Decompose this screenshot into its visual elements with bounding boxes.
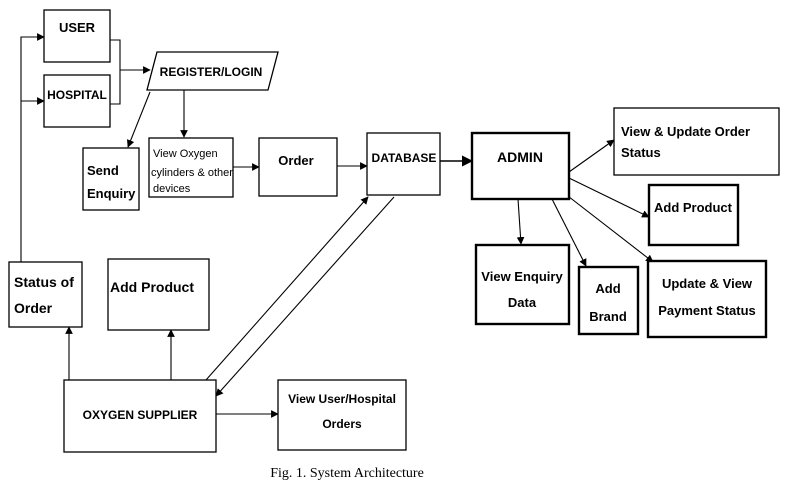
view-oxygen-label-1: View Oxygen bbox=[153, 148, 218, 160]
edge-admin-to-add-product bbox=[568, 177, 650, 218]
view-oxygen-label-3: devices bbox=[153, 183, 191, 195]
database-label: DATABASE bbox=[372, 151, 437, 165]
supplier-add-product-label: Add Product bbox=[110, 279, 194, 295]
payment-status-label-2: Payment Status bbox=[658, 303, 756, 318]
view-enquiry-label-2: Data bbox=[508, 295, 537, 310]
edges bbox=[20, 33, 654, 418]
view-orders-label-1: View User/Hospital bbox=[288, 392, 396, 406]
admin-add-product-label: Add Product bbox=[654, 200, 733, 215]
edge-admin-to-view-enquiry bbox=[516, 198, 525, 245]
edge-user-bracket bbox=[110, 39, 121, 105]
status-of-order-label-2: Order bbox=[14, 300, 53, 316]
register-login-label: REGISTER/LOGIN bbox=[160, 65, 263, 79]
view-enquiry-label-1: View Enquiry bbox=[481, 269, 563, 284]
edge-status-to-user bbox=[20, 33, 45, 262]
admin-label: ADMIN bbox=[497, 149, 543, 165]
node-status-of-order: Status of Order bbox=[8, 261, 83, 328]
node-add-brand: Add Brand bbox=[577, 265, 640, 336]
edge-database-to-supplier bbox=[215, 196, 395, 397]
node-send-enquiry: Send Enquiry bbox=[82, 147, 140, 211]
node-view-oxygen: View Oxygen cylinders & other devices bbox=[148, 137, 234, 198]
edge-supplier-to-database bbox=[205, 196, 369, 381]
node-hospital: HOSPITAL bbox=[43, 74, 111, 128]
order-label: Order bbox=[278, 153, 313, 168]
view-oxygen-label-2: cylinders & other bbox=[151, 167, 233, 179]
node-payment-status: Update & View Payment Status bbox=[646, 259, 768, 339]
node-view-update-order-status: View & Update Order Status bbox=[613, 107, 780, 176]
oxygen-supplier-label: OXYGEN SUPPLIER bbox=[83, 408, 198, 422]
user-label: USER bbox=[59, 20, 96, 35]
add-brand-label-1: Add bbox=[595, 281, 620, 296]
node-admin: ADMIN bbox=[470, 131, 571, 201]
node-admin-add-product: Add Product bbox=[647, 183, 740, 247]
edge-admin-to-view-update-order bbox=[568, 139, 615, 173]
node-database: DATABASE bbox=[366, 132, 441, 196]
node-user: USER bbox=[43, 9, 111, 63]
node-register-login: REGISTER/LOGIN bbox=[146, 51, 279, 91]
edge-admin-to-payment-status bbox=[563, 192, 654, 263]
figure-caption: Fig. 1. System Architecture bbox=[270, 466, 424, 481]
edge-register-to-send-enquiry bbox=[126, 91, 151, 148]
send-enquiry-label-1: Send bbox=[87, 163, 119, 178]
view-update-order-label-1: View & Update Order bbox=[621, 124, 750, 139]
node-view-user-hospital-orders: View User/Hospital Orders bbox=[277, 379, 407, 451]
edge-admin-to-add-brand bbox=[551, 198, 587, 267]
hospital-label: HOSPITAL bbox=[47, 88, 107, 102]
view-update-order-label-2: Status bbox=[621, 145, 661, 160]
node-supplier-add-product: Add Product bbox=[107, 258, 210, 331]
node-oxygen-supplier: OXYGEN SUPPLIER bbox=[63, 379, 217, 453]
send-enquiry-label-2: Enquiry bbox=[87, 186, 136, 201]
add-brand-label-2: Brand bbox=[589, 309, 627, 324]
node-order: Order bbox=[258, 137, 338, 197]
view-orders-label-2: Orders bbox=[322, 417, 362, 431]
node-view-enquiry-data: View Enquiry Data bbox=[474, 243, 571, 326]
payment-status-label-1: Update & View bbox=[662, 276, 753, 291]
status-of-order-label-1: Status of bbox=[14, 274, 74, 290]
